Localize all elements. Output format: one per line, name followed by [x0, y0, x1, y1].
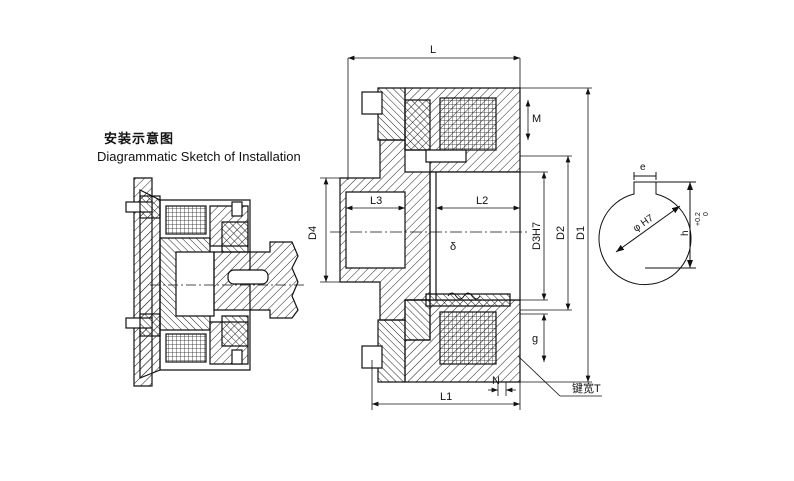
dimension-lines: [320, 55, 602, 410]
label-g: g: [532, 333, 538, 345]
label-h-tol: +0.2: [695, 212, 702, 226]
label-L: L: [430, 44, 436, 56]
label-L1: L1: [440, 391, 452, 403]
keyway-section: [598, 172, 696, 286]
keyway-text: e φ H7 h +0.2 0: [631, 162, 710, 236]
label-D2: D2: [555, 226, 567, 240]
label-keyway-width: 键宽T: [572, 381, 601, 395]
dimension-text: L L1 L2 L3 M D4 D3H7 D2 D1 δ g N 键宽T: [307, 44, 601, 403]
label-D3: D3H7: [531, 222, 543, 250]
installation-sketch: [125, 177, 304, 387]
label-M: M: [532, 113, 541, 125]
label-L2: L2: [476, 195, 488, 207]
label-h-tol-lower: 0: [703, 212, 710, 216]
label-L3: L3: [370, 195, 382, 207]
label-delta: δ: [450, 241, 456, 253]
label-D4: D4: [307, 226, 319, 240]
label-N: N: [492, 375, 500, 387]
label-bore: φ H7: [631, 213, 656, 235]
caption-chinese: 安装示意图: [104, 132, 175, 147]
caption-english: Diagrammatic Sketch of Installation: [97, 149, 301, 164]
label-D1: D1: [575, 226, 587, 240]
clutch-section: [330, 87, 530, 383]
label-e: e: [640, 162, 646, 173]
label-h: h: [680, 230, 691, 236]
